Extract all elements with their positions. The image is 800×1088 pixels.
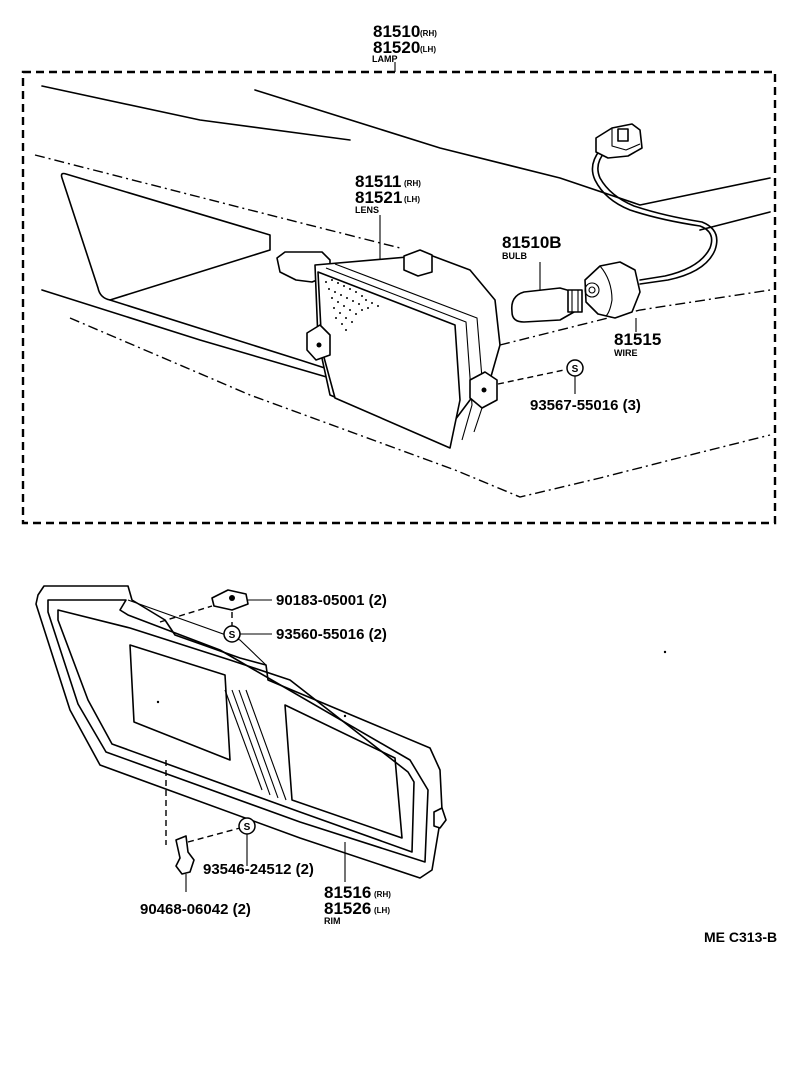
lens-stipple: [325, 279, 379, 331]
lamp-sfx-lh: (LH): [420, 45, 436, 54]
lamp-name: LAMP: [372, 54, 398, 64]
wire-socket: [584, 261, 641, 319]
nut-top-part: S: [159, 589, 272, 643]
bumper-opening: [60, 172, 271, 301]
rim-divider-2: [231, 689, 271, 796]
bumper-line-top-right: [254, 89, 771, 206]
wire-pn: 81515: [614, 330, 661, 349]
bulb-base: [567, 289, 583, 313]
bulb-glass: [510, 287, 575, 323]
bumper-line-lower-right: [499, 289, 771, 346]
rim-tab-right: [433, 807, 447, 829]
clip-bot-text: 90468-06042 (2): [140, 901, 251, 918]
rim-pn-lh: 81526: [324, 899, 371, 918]
clip-bottom-part: S: [165, 760, 256, 892]
screw-symbol-top-letter: S: [229, 630, 236, 641]
lamp-pn-rh: 81510: [373, 22, 420, 41]
lamp-lens-rim-2: [334, 263, 485, 433]
lamp-pn-lh: 81520: [373, 38, 420, 57]
rim-inner-1: [47, 599, 429, 863]
lens-sfx-lh: (LH): [404, 195, 420, 204]
nut-top-text: 90183-05001 (2): [276, 592, 387, 609]
rim-sfx-rh: (RH): [374, 890, 391, 899]
screw-bot-text: 93546-24512 (2): [203, 861, 314, 878]
bumper-line-mid: [34, 154, 401, 249]
rim-inner-2: [57, 609, 415, 853]
rim-name: RIM: [324, 916, 341, 926]
lamp-tab-hole-left: [316, 342, 322, 348]
screw-lamp-callout: S: [497, 359, 584, 394]
lamp-sfx-rh: (RH): [420, 29, 437, 38]
rim-divider-4: [245, 689, 287, 801]
rim-pn-rh: 81516: [324, 883, 371, 902]
screw-lamp-text: 93567-55016 (3): [530, 397, 641, 414]
rim-back-edge: [127, 599, 267, 666]
bumper-line-bottom: [69, 317, 771, 498]
rim-outer: [35, 585, 443, 879]
clip-bottom-shape: [175, 835, 195, 875]
screw-symbol-lamp-letter: S: [572, 364, 579, 375]
diagram-ref: ME C313-B: [704, 929, 777, 945]
lamp-assembly-group: S: [21, 62, 777, 525]
rim-window-left: [129, 644, 231, 761]
rim-window-right: [284, 704, 403, 839]
rim-sfx-lh: (LH): [374, 906, 390, 915]
bumper-line-lower: [41, 289, 331, 379]
lens-name: LENS: [355, 205, 379, 215]
lamp-socket: [403, 249, 433, 277]
rim-divider-3: [238, 689, 279, 799]
wire-flange: [599, 265, 613, 317]
wire-part: [584, 123, 718, 332]
lamp-tab-left: [306, 324, 331, 361]
fog-lamp: [276, 249, 501, 449]
screw-top-text: 93560-55016 (2): [276, 626, 387, 643]
bulb-name: BULB: [502, 251, 527, 261]
lens-pn-lh: 81521: [355, 188, 402, 207]
lens-pn-rh: 81511: [355, 172, 401, 191]
bulb-pn: 81510B: [502, 233, 562, 252]
screw-symbol-bot-letter: S: [244, 822, 251, 833]
lens-sfx-rh: (RH): [404, 179, 421, 188]
wire-cable: [591, 149, 713, 281]
wire-cable-2: [597, 151, 718, 285]
assembly-frame: [21, 70, 777, 525]
wire-name: WIRE: [614, 348, 638, 358]
bulb-part: [510, 262, 583, 323]
bumper-line-top: [41, 85, 351, 141]
lamp-lens-rim: [325, 267, 473, 441]
lamp-tab-hole-right: [481, 387, 487, 393]
rim-assembly-group: S S: [35, 585, 667, 892]
rim-divider-1: [224, 689, 263, 791]
